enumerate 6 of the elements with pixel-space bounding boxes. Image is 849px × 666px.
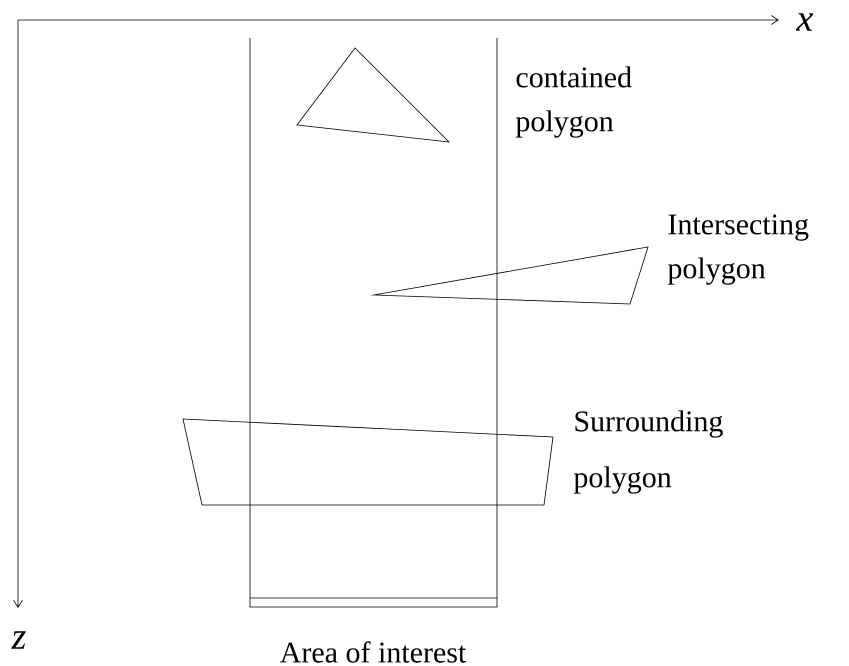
polygon-label: contained polygon [516, 66, 632, 138]
region-label: Area of interest [280, 641, 466, 663]
polygon-label: Surrounding polygon [574, 410, 723, 494]
axis-label: z [11, 631, 26, 649]
axis-label: x [796, 13, 813, 31]
polygon-label: Intersecting polygon [668, 214, 808, 285]
